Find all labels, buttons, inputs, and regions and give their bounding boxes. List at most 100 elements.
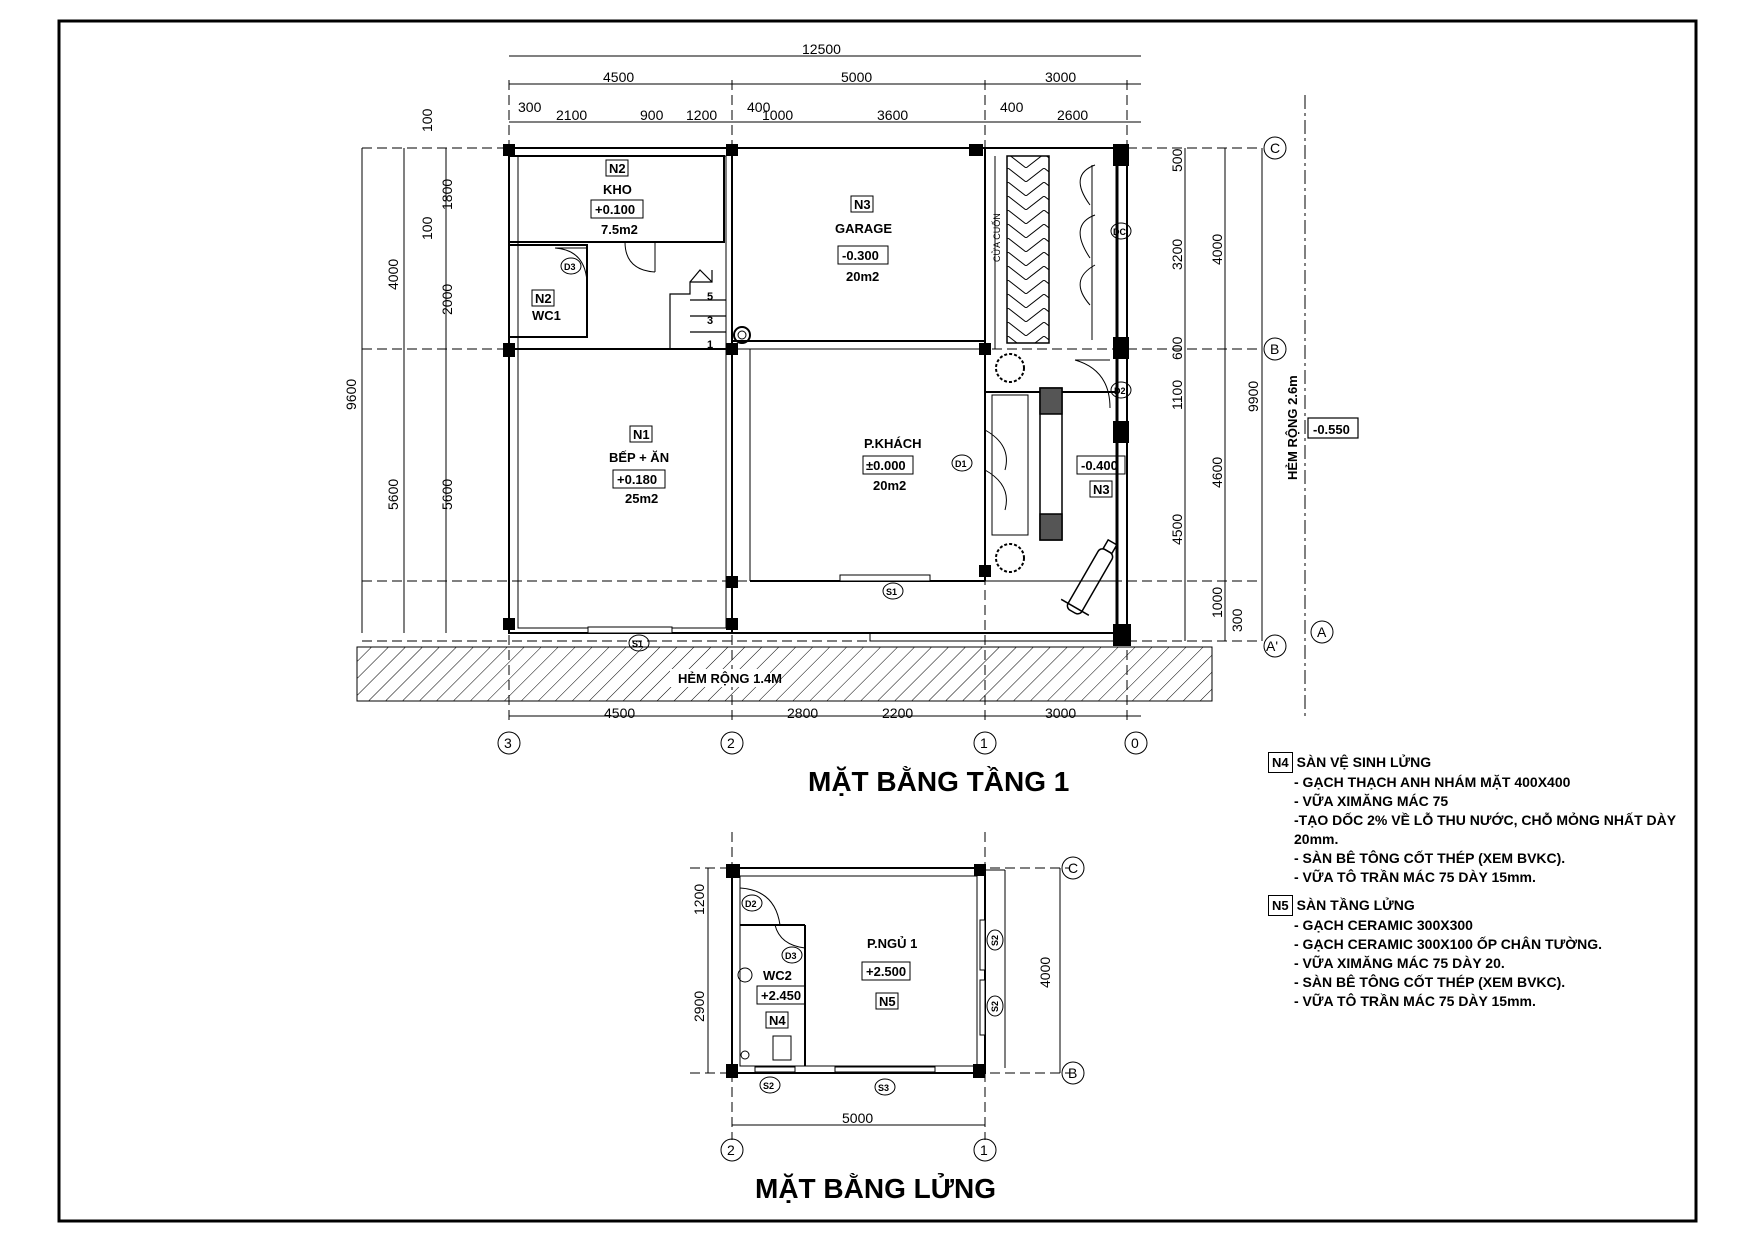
svg-text:C: C: [1270, 140, 1280, 156]
svg-text:S1: S1: [886, 587, 897, 597]
svg-text:5000: 5000: [841, 69, 872, 85]
svg-text:1200: 1200: [686, 107, 717, 123]
shutter-label: CỬA CUỐN: [991, 213, 1002, 262]
door-swings: [554, 164, 1111, 511]
svg-text:N2: N2: [609, 161, 626, 176]
svg-text:9600: 9600: [343, 379, 359, 410]
svg-text:BẾP + ĂN: BẾP + ĂN: [609, 450, 669, 465]
svg-text:-0.400: -0.400: [1081, 458, 1118, 473]
svg-text:3: 3: [504, 735, 512, 751]
svg-text:-0.300: -0.300: [842, 248, 879, 263]
svg-text:B: B: [1068, 1065, 1077, 1081]
svg-text:N2: N2: [535, 291, 552, 306]
svg-text:7.5m2: 7.5m2: [601, 222, 638, 237]
svg-text:4000: 4000: [1037, 957, 1053, 988]
mezz-columns: [726, 864, 986, 1078]
svg-text:500: 500: [1169, 148, 1185, 172]
svg-text:300: 300: [518, 99, 542, 115]
svg-text:1000: 1000: [762, 107, 793, 123]
room-garage: N3 GARAGE -0.300 20m2: [835, 195, 892, 284]
mezz-doors: [737, 887, 986, 1073]
svg-text:1: 1: [980, 735, 988, 751]
svg-text:1000: 1000: [1209, 587, 1225, 618]
svg-text:WC2: WC2: [763, 968, 792, 983]
svg-text:3200: 3200: [1169, 239, 1185, 270]
svg-text:1800: 1800: [439, 179, 455, 210]
svg-text:A': A': [1266, 638, 1278, 654]
svg-text:3000: 3000: [1045, 705, 1076, 721]
svg-text:2900: 2900: [691, 991, 707, 1022]
svg-text:3000: 3000: [1045, 69, 1076, 85]
svg-text:N3: N3: [854, 197, 871, 212]
room-kho: N2 KHO +0.100 7.5m2: [590, 159, 644, 237]
step-5: 5: [707, 291, 713, 303]
room-kitchen: N1 BẾP + ĂN +0.180 25m2: [609, 425, 669, 506]
svg-text:N4: N4: [769, 1013, 786, 1028]
svg-text:D3: D3: [785, 951, 797, 961]
svg-text:P.KHÁCH: P.KHÁCH: [864, 436, 922, 451]
note-n5-tag: N5: [1268, 895, 1293, 916]
note-n5-item: - VỮA XIMĂNG MÁC 75 DÀY 20.: [1294, 955, 1505, 971]
front-alley-label: HẺM RỘNG 1.4M: [678, 671, 782, 686]
room-porch: -0.400 N3: [1076, 455, 1126, 498]
svg-text:D2: D2: [1114, 386, 1126, 396]
mezzanine-title: MẶT BẰNG LỬNG: [755, 1172, 996, 1204]
svg-text:25m2: 25m2: [625, 491, 658, 506]
ground-walls: [508, 147, 1128, 642]
note-n5-item: - SÀN BÊ TÔNG CỐT THÉP (XEM BVKC).: [1294, 974, 1566, 990]
svg-text:D2: D2: [745, 899, 757, 909]
svg-text:B: B: [1270, 341, 1279, 357]
side-level: -0.550: [1313, 422, 1350, 437]
svg-text:+2.450: +2.450: [761, 988, 801, 1003]
note-n5-title: SÀN TẦNG LỬNG: [1296, 897, 1415, 913]
svg-text:5000: 5000: [842, 1110, 873, 1126]
svg-text:D1: D1: [955, 459, 967, 469]
drain-icon: [733, 326, 751, 344]
svg-text:+2.500: +2.500: [866, 964, 906, 979]
columns: [503, 144, 1131, 646]
axis-bubbles: 3 2 1 0 C B A' A: [497, 136, 1334, 755]
svg-text:C: C: [1068, 860, 1078, 876]
dimension-text: 12500 4500 5000 3000 300 2100 900 1200 4…: [343, 41, 1261, 721]
note-n4-item: - SÀN BÊ TÔNG CỐT THÉP (XEM BVKC).: [1294, 850, 1566, 866]
stair: [669, 269, 726, 349]
svg-text:5600: 5600: [385, 479, 401, 510]
svg-text:600: 600: [1169, 336, 1185, 360]
svg-text:4000: 4000: [385, 259, 401, 290]
svg-text:100: 100: [419, 216, 435, 240]
ground-floor-title: MẶT BẰNG TẦNG 1: [808, 766, 1069, 797]
side-alley-label: HẺM RỘNG 2.6m: [1285, 375, 1300, 480]
svg-text:12500: 12500: [802, 41, 841, 57]
svg-text:+0.180: +0.180: [617, 472, 657, 487]
svg-text:S1: S1: [632, 639, 643, 649]
step-3: 3: [707, 315, 713, 327]
svg-text:900: 900: [640, 107, 664, 123]
svg-text:300: 300: [1229, 608, 1245, 632]
svg-text:S2: S2: [763, 1081, 774, 1091]
svg-text:4500: 4500: [603, 69, 634, 85]
svg-text:±0.000: ±0.000: [866, 458, 906, 473]
front-alley: [356, 646, 1213, 702]
svg-text:4000: 4000: [1209, 234, 1225, 265]
note-n4-item: - VỮA XIMĂNG MÁC 75: [1294, 793, 1449, 809]
svg-text:20m2: 20m2: [846, 269, 879, 284]
motorbike-icon: [1060, 538, 1118, 616]
svg-text:4600: 4600: [1209, 457, 1225, 488]
svg-text:D3: D3: [564, 262, 576, 272]
svg-text:GARAGE: GARAGE: [835, 221, 892, 236]
svg-text:1100: 1100: [1169, 380, 1185, 410]
svg-text:1: 1: [980, 1142, 988, 1158]
note-n5-item: - VỮA TÔ TRẦN MÁC 75 DÀY 15mm.: [1294, 993, 1536, 1009]
note-n4-item: -TẠO DỐC 2% VỀ LỖ THU NƯỚC, CHỖ MỎNG NHẤ…: [1294, 812, 1676, 847]
svg-text:4500: 4500: [1169, 514, 1185, 545]
svg-text:2000: 2000: [439, 284, 455, 315]
room-bedroom: P.NGỦ 1 +2.500 N5: [861, 936, 917, 1010]
svg-text:+0.100: +0.100: [595, 202, 635, 217]
windows: [587, 574, 931, 634]
svg-text:WC1: WC1: [532, 308, 561, 323]
sofa-set: [991, 387, 1063, 541]
